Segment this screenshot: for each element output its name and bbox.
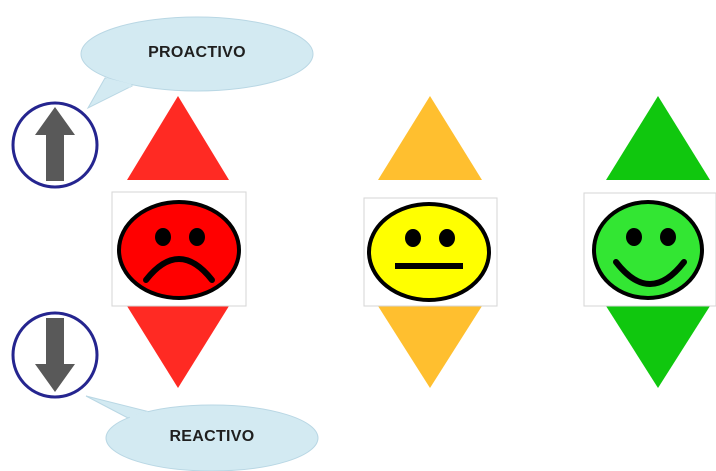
reactive-label: REACTIVO bbox=[169, 428, 255, 445]
arrow-down-icon bbox=[11, 311, 99, 399]
red-down-triangle bbox=[127, 306, 229, 388]
neutral-face-icon bbox=[367, 202, 491, 302]
reactive-speech-bubble bbox=[85, 395, 319, 471]
amber-down-triangle bbox=[378, 306, 482, 388]
arrow-up-icon bbox=[11, 101, 99, 189]
green-up-triangle bbox=[606, 96, 710, 180]
happy-face-icon bbox=[592, 200, 704, 300]
green-down-triangle bbox=[606, 306, 710, 388]
sad-face-icon bbox=[117, 200, 241, 300]
proactive-speech-bubble bbox=[80, 16, 314, 110]
red-up-triangle bbox=[127, 96, 229, 180]
amber-up-triangle bbox=[378, 96, 482, 180]
proactive-label: PROACTIVO bbox=[148, 44, 246, 61]
